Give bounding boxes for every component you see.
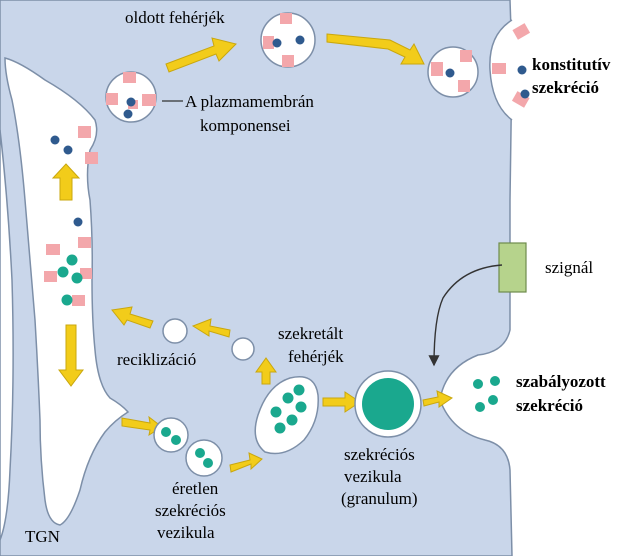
label-granule-1: szekréciós	[344, 445, 415, 464]
immature-vesicle-1	[153, 417, 189, 453]
arrow-to-constitutive	[326, 33, 425, 65]
arrow-recycle-1	[191, 318, 231, 338]
signal-receptor	[498, 242, 527, 293]
label-constitutive-1: konstitutív	[532, 55, 611, 74]
label-granule-3: (granulum)	[341, 489, 417, 508]
label-membrane-components-1: A plazmamembrán	[185, 92, 314, 111]
arrow-tgn-down	[58, 324, 84, 387]
label-tgn: TGN	[25, 527, 60, 546]
arrow-granule-to-membrane	[422, 390, 454, 408]
maturing-vesicle	[254, 376, 319, 455]
signal-arrow	[428, 264, 503, 367]
label-constitutive-2: szekréció	[532, 78, 599, 97]
vesicle-dissolved-proteins	[260, 12, 316, 68]
label-recycling: reciklizáció	[117, 350, 196, 369]
tgn-body	[0, 57, 130, 541]
label-regulated-1: szabályozott	[516, 372, 606, 391]
label-dissolved-proteins: oldott fehérjék	[125, 8, 225, 27]
vesicle-fusing	[427, 46, 479, 98]
constitutive-fusion-site	[489, 19, 532, 121]
arrow-immature-to-mature	[229, 452, 263, 473]
label-immature-1: éretlen	[172, 479, 219, 498]
tgn-dissolved-proteins	[50, 135, 83, 227]
tgn-membrane-proteins	[44, 126, 98, 306]
recycling-vesicles	[162, 318, 255, 361]
label-secreted-1: szekretált	[278, 324, 343, 343]
arrow-mature-to-granule	[322, 391, 361, 413]
label-immature-2: szekréciós	[155, 501, 226, 520]
flow-arrows	[51, 33, 454, 473]
secretory-granule	[354, 370, 422, 438]
arrow-tgn-up	[51, 163, 81, 201]
regulated-fusion-vesicle	[473, 376, 500, 412]
arrow-to-top-vesicle	[165, 37, 237, 73]
label-signal: szignál	[545, 258, 593, 277]
label-membrane-components-2: komponensei	[200, 116, 291, 135]
label-immature-3: vezikula	[157, 523, 215, 542]
arrow-recycle-2	[111, 306, 154, 329]
label-granule-2: vezikula	[344, 467, 402, 486]
label-regulated-2: szekréció	[516, 396, 583, 415]
arrow-recycle-up	[255, 357, 277, 385]
immature-vesicle-2	[185, 439, 223, 477]
label-secreted-2: fehérjék	[288, 347, 344, 366]
vesicle-membrane-components	[105, 71, 157, 123]
tgn-secretory-proteins	[57, 254, 83, 306]
